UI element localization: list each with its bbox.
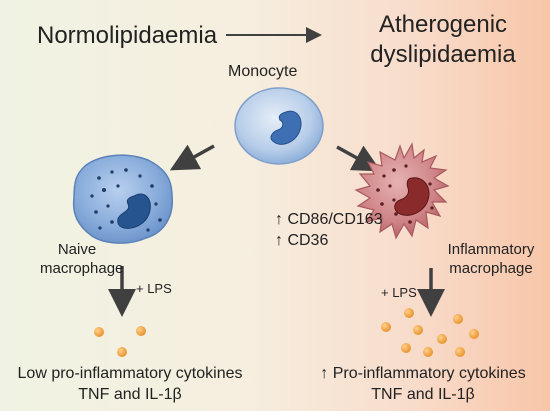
outcome-left: Low pro-inflammatory cytokines TNF and I… xyxy=(17,365,243,403)
marker-cd86-cd163: ↑ CD86/CD163 xyxy=(275,211,383,228)
title-atherogenic-dyslipidaemia: Atherogenic dyslipidaemia xyxy=(370,11,516,68)
monocyte-label: Monocyte xyxy=(228,63,298,80)
arrow-to-naive xyxy=(169,144,215,171)
monocyte-nucleus xyxy=(270,110,302,145)
inflammatory-macrophage-label: Inflammatory macrophage xyxy=(447,241,535,277)
cytokines-right xyxy=(381,308,479,357)
outcome-right: ↑ Pro-inflammatory cytokines TNF and IL-… xyxy=(320,365,526,403)
naive-macrophage-label: Naive macrophage xyxy=(40,241,124,277)
naive-nucleus xyxy=(117,193,151,229)
cytokines-left xyxy=(94,326,146,357)
marker-cd36: ↑ CD36 xyxy=(275,232,329,249)
inflammatory-granules xyxy=(376,164,434,224)
inflammatory-macrophage-cell xyxy=(354,142,450,240)
naive-granules xyxy=(90,168,162,232)
lps-label-right: + LPS xyxy=(381,285,417,300)
inflammatory-nucleus xyxy=(394,177,430,216)
title-normolipidaemia: Normolipidaemia xyxy=(37,22,218,49)
lps-label-left: + LPS xyxy=(136,281,172,296)
naive-macrophage-cell xyxy=(72,154,174,244)
monocyte-cell xyxy=(234,87,324,165)
